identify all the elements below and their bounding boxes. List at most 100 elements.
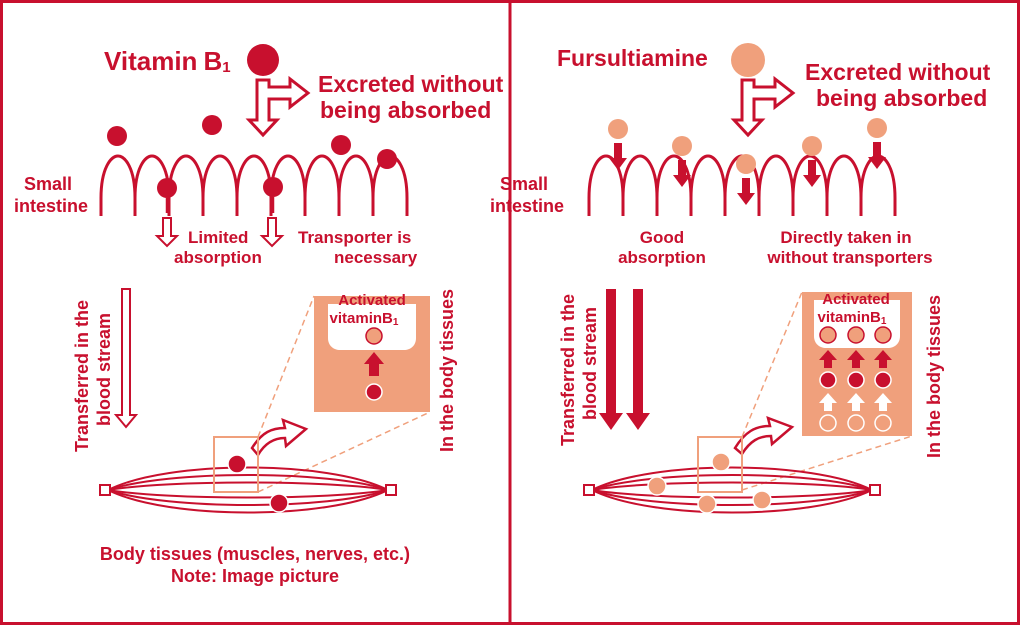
fursultiamine-molecule — [867, 118, 887, 138]
activated-molecule — [819, 326, 837, 344]
direct-uptake-arrow — [673, 160, 691, 187]
absorbed-fursultiamine — [847, 414, 865, 432]
conversion-arrow — [819, 393, 837, 411]
limited-absorption-arrow — [259, 217, 285, 248]
small-intestine-villi — [99, 154, 409, 218]
activated-label-line2: vitaminB1 — [330, 310, 399, 328]
zoom-projection-line — [741, 291, 803, 438]
activated-label-line1: Activated — [338, 292, 406, 309]
activation-arrow — [847, 350, 865, 368]
intermediate-molecule — [874, 371, 892, 389]
small-intestine-label-line1: Small — [500, 174, 548, 194]
limited-label-line1: Limited — [188, 228, 248, 247]
excreted-text-line2: being absorbed — [320, 97, 491, 123]
footer-line1: Body tissues (muscles, nerves, etc.) — [100, 544, 410, 564]
body-tissues-vertical-label: In the body tissues — [437, 289, 457, 452]
vitamin-molecule — [331, 135, 351, 155]
vitamin-molecule — [202, 115, 222, 135]
zoom-pointer-arrow — [733, 415, 795, 456]
fursultiamine-molecule — [608, 119, 628, 139]
zoom-pointer-arrow — [250, 417, 309, 458]
direct-uptake-line1: Directly taken in — [780, 228, 911, 247]
activation-arrow — [874, 350, 892, 368]
activated-label-subscript: 1 — [393, 317, 399, 328]
activated-molecule — [874, 326, 892, 344]
activated-molecule — [365, 327, 383, 345]
activated-label-word: vitaminB — [818, 309, 882, 326]
zoom-projection-line — [257, 411, 431, 493]
tissue-molecule — [752, 490, 772, 510]
transporter-label-line1: Transporter is — [298, 228, 411, 247]
tissue-molecule — [697, 494, 717, 514]
title-letter: B — [203, 46, 222, 76]
tissue-molecule — [227, 454, 247, 474]
activated-label-subscript: 1 — [881, 316, 887, 327]
fursultiamine-molecule — [736, 154, 756, 174]
direct-uptake-arrow — [737, 178, 755, 205]
tissue-molecule — [269, 493, 289, 513]
activated-label-line2: vitaminB1 — [818, 309, 887, 327]
activated-label-word: vitaminB — [330, 310, 394, 327]
tissue-molecule — [647, 476, 667, 496]
limited-label-line2: absorption — [174, 248, 262, 267]
right-panel: Fursultiamine Excreted without being abs… — [490, 43, 991, 514]
footer-line2: Note: Image picture — [171, 566, 339, 586]
absorbed-molecule — [263, 177, 283, 197]
tissue-molecule — [711, 452, 731, 472]
title-word: Vitamin — [104, 46, 197, 76]
title-subscript: 1 — [222, 59, 230, 76]
transporter-label-line2: necessary — [334, 248, 418, 267]
body-tissues-vertical-label: In the body tissues — [924, 295, 944, 458]
inactive-molecule — [365, 383, 383, 401]
fursultiamine-title: Fursultiamine — [557, 45, 708, 71]
intermediate-molecule — [847, 371, 865, 389]
direct-uptake-line2: without transporters — [766, 248, 932, 267]
small-intestine-label-line2: intestine — [14, 196, 88, 216]
good-absorption-line1: Good — [640, 228, 684, 247]
activated-label-line1: Activated — [822, 291, 890, 308]
excreted-text-line2: being absorbed — [816, 85, 987, 111]
tissue-focus-box — [697, 436, 743, 493]
activation-arrow — [364, 352, 384, 376]
absorbed-molecule — [157, 178, 177, 198]
absorbed-fursultiamine — [874, 414, 892, 432]
conversion-arrow — [874, 393, 892, 411]
excreted-text-line1: Excreted without — [318, 71, 504, 97]
large-vitamin-molecule — [247, 44, 279, 76]
vitamin-molecule — [377, 149, 397, 169]
direct-uptake-arrow — [803, 160, 821, 187]
limited-absorption-arrow — [154, 217, 180, 248]
blood-stream-label-line1: Transferred in the — [72, 300, 92, 452]
absorbed-fursultiamine — [819, 414, 837, 432]
zoom-projection-line — [257, 295, 315, 438]
activated-molecule — [847, 326, 865, 344]
excretion-arrow — [245, 75, 311, 138]
tissue-focus-box — [213, 436, 259, 493]
fursultiamine-molecule — [672, 136, 692, 156]
conversion-arrow — [847, 393, 865, 411]
muscle-tissue — [583, 466, 881, 514]
activated-label-panel — [328, 304, 416, 350]
direct-uptake-arrow — [868, 142, 886, 169]
direct-uptake-arrow — [609, 143, 627, 170]
excretion-arrow — [730, 75, 796, 138]
muscle-tissue — [99, 466, 397, 514]
activation-arrow — [819, 350, 837, 368]
good-absorption-line2: absorption — [618, 248, 706, 267]
vitamin-molecule — [107, 126, 127, 146]
blood-stream-label-line2: blood stream — [94, 313, 114, 426]
blood-stream-arrow — [599, 289, 623, 430]
intermediate-molecule — [819, 371, 837, 389]
blood-stream-arrow — [113, 288, 139, 429]
large-fursultiamine-molecule — [731, 43, 765, 77]
blood-stream-label-line2: blood stream — [580, 307, 600, 420]
excreted-text-line1: Excreted without — [805, 59, 991, 85]
fursultiamine-molecule — [802, 136, 822, 156]
small-intestine-label-line2: intestine — [490, 196, 564, 216]
small-intestine-label-line1: Small — [24, 174, 72, 194]
blood-stream-arrow — [626, 289, 650, 430]
blood-stream-label-line1: Transferred in the — [558, 294, 578, 446]
